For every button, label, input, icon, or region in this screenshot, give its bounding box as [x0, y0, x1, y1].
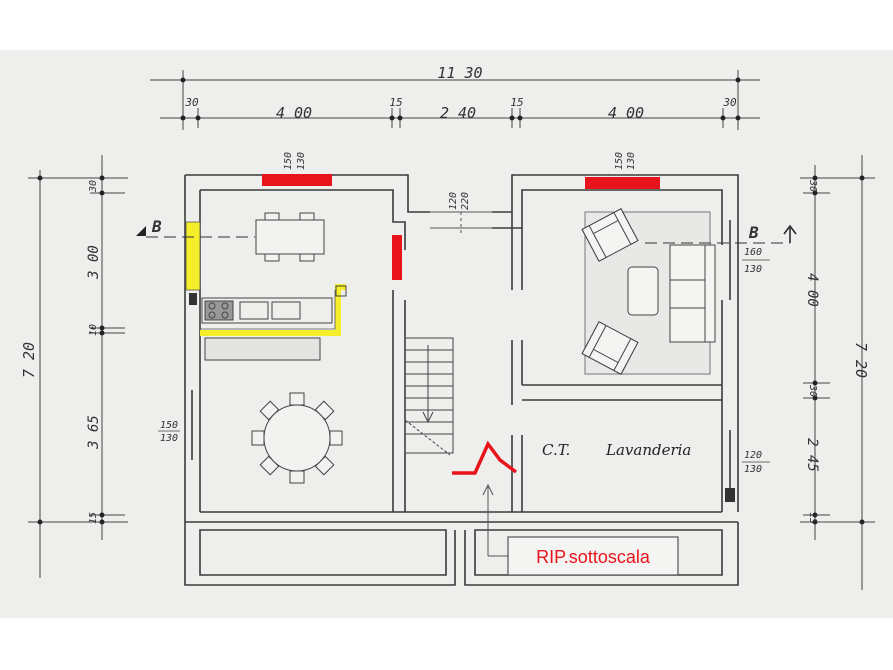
dim-left-30: 30 [88, 180, 99, 193]
dim-top-30-left: 30 [184, 96, 199, 109]
section-arrow-left-icon [136, 226, 146, 236]
right-dimension-dots [812, 175, 865, 525]
opening-living-a: 160 [744, 247, 762, 258]
section-label-right: B [748, 223, 759, 242]
entrance-door [430, 211, 492, 236]
section-label-left: B [151, 217, 162, 236]
dim-right-30-mid: 30 [807, 384, 818, 397]
red-wall-kitchen [392, 235, 402, 280]
dim-overall-width: 11 30 [437, 64, 482, 82]
dim-top-30-right: 30 [722, 96, 737, 109]
opening-label-dividers [158, 259, 770, 463]
red-marks [262, 174, 660, 280]
section-arrow-right-icon [783, 224, 797, 243]
section-lines [146, 236, 790, 244]
left-dimension-lines [28, 155, 128, 578]
dim-left-10: 10 [88, 324, 99, 336]
dim-right-400: 4 00 [804, 273, 820, 307]
dim-left-365: 3 65 [86, 415, 102, 450]
dim-top-400-left: 4 00 [276, 104, 312, 122]
opening-labels: 150 130 120 220 150 130 160 130 150 130 … [160, 152, 762, 475]
opening-living-b: 130 [744, 264, 762, 275]
dim-top-15-right: 15 [510, 96, 523, 109]
callout-box [507, 536, 679, 576]
opening-laundry-a: 120 [744, 450, 762, 461]
dim-right-15: 15 [807, 512, 818, 524]
dim-left-300: 3 00 [86, 245, 102, 280]
top-dimension-dots [180, 77, 741, 121]
room-label-laundry: Lavanderia [605, 441, 691, 459]
opening-top-right-a: 150 [614, 152, 625, 170]
red-window-top-right [585, 177, 660, 189]
dim-overall-height-left: 7 20 [20, 342, 38, 378]
yellow-marks [185, 221, 346, 336]
opening-top-left-b: 130 [296, 152, 307, 170]
opening-laundry-b: 130 [744, 464, 762, 475]
opening-dining-b: 130 [160, 433, 178, 444]
red-window-top-left [262, 174, 332, 186]
opening-top-right-b: 130 [626, 152, 637, 170]
left-dimension-dots [37, 175, 105, 525]
kitchen-counter [201, 285, 347, 361]
dim-overall-height-right: 7 20 [852, 342, 870, 378]
chimney-right [725, 488, 735, 502]
dim-top-15-left: 15 [389, 96, 402, 109]
chimney-left [189, 293, 197, 305]
dim-left-15: 15 [88, 512, 99, 524]
staircase [404, 337, 454, 456]
round-dining-table [251, 392, 343, 484]
dim-top-240: 2 40 [440, 104, 476, 122]
red-understair-partition [452, 440, 518, 475]
paper-background [0, 50, 893, 618]
kitchen-table [255, 212, 325, 262]
callout-arrow [482, 483, 508, 557]
dim-right-245: 2 45 [804, 438, 820, 472]
opening-dining-a: 150 [160, 420, 178, 431]
opening-entrance-b: 220 [460, 192, 471, 210]
opening-entrance-a: 120 [448, 192, 459, 210]
living-room-furniture [581, 208, 716, 375]
opening-top-left-a: 150 [283, 152, 294, 170]
room-label-ct: C.T. [542, 441, 570, 459]
dim-right-30-top: 30 [807, 179, 818, 192]
callout-label: RIP.sottoscala [536, 547, 651, 567]
dim-top-400-right: 4 00 [608, 104, 644, 122]
